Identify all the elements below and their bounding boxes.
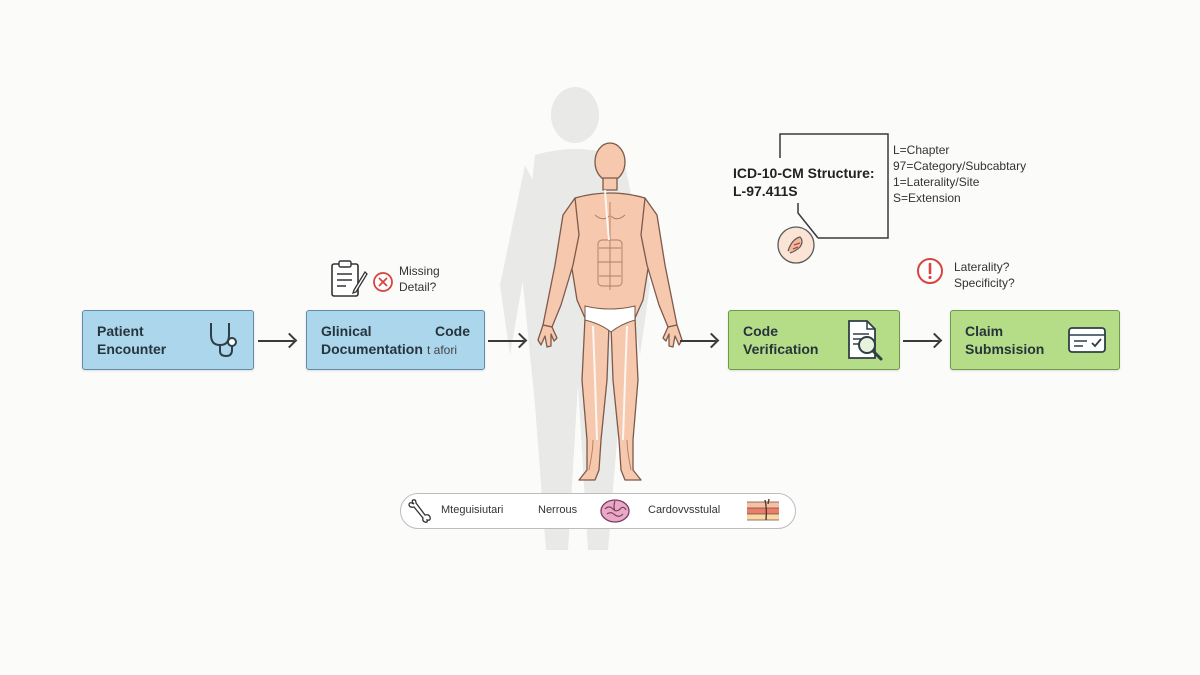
claim-card-icon <box>1068 327 1106 353</box>
icd-legend-item: L=Chapter <box>893 143 950 157</box>
patient-encounter-line1: Patient <box>97 323 144 339</box>
legend-cardiovascular: Cardovvsstulal <box>648 504 721 516</box>
claim-submission-line1: Claim <box>965 323 1004 339</box>
icd-legend-item: S=Extension <box>893 191 961 205</box>
icd-bracket-lines <box>779 133 889 239</box>
bone-icon <box>408 499 431 523</box>
flow-arrow <box>258 340 294 342</box>
flow-arrow <box>488 340 524 342</box>
wound-icon <box>777 226 815 264</box>
legend-nervous: Nerrous <box>538 504 578 516</box>
flow-arrow <box>903 340 939 342</box>
claim-submission-line2: Submsision <box>965 341 1045 357</box>
clinical-documentation-box[interactable]: Glinical Documentation Code t afori <box>306 310 485 370</box>
missing-line1: Missing <box>399 264 440 278</box>
clinical-doc-code-sub: t afori <box>427 343 458 357</box>
laterality-line2: Specificity? <box>954 276 1015 290</box>
code-verification-box[interactable]: Code Verification <box>728 310 900 370</box>
icd-code: L-97.411S <box>733 183 798 199</box>
code-verification-line1: Code <box>743 323 778 339</box>
body-figure <box>537 142 683 481</box>
icd-legend: L=Chapter 97=Category/Subcabtary 1=Later… <box>893 142 1026 206</box>
brain-icon <box>600 499 630 523</box>
skin-layers-icon <box>747 498 779 521</box>
laterality-note: Laterality? Specificity? <box>954 259 1015 291</box>
icd-title: ICD-10-CM Structure: <box>733 165 875 181</box>
claim-submission-box[interactable]: Claim Submsision <box>950 310 1120 370</box>
patient-encounter-box[interactable]: Patient Encounter <box>82 310 254 370</box>
clinical-doc-line2: Documentation <box>321 341 423 357</box>
legend-musculoskeletal: Mteguisiutari <box>441 504 504 516</box>
patient-encounter-line2: Encounter <box>97 341 167 357</box>
alert-icon <box>917 258 943 284</box>
code-verification-line2: Verification <box>743 341 819 357</box>
clinical-doc-line1: Glinical <box>321 323 372 339</box>
clinical-doc-code-label: Code <box>435 323 470 339</box>
missing-line2: Detail? <box>399 280 437 294</box>
missing-detail-note: Missing Detail? <box>399 263 440 295</box>
stethoscope-icon <box>210 323 237 358</box>
clipboard-icon <box>331 260 368 297</box>
body-systems-legend: Mteguisiutari Nerrous Cardovvsstulal <box>400 493 796 529</box>
laterality-line1: Laterality? <box>954 260 1010 274</box>
icd-legend-item: 97=Category/Subcabtary <box>893 159 1027 173</box>
icd-legend-item: 1=Laterality/Site <box>893 175 980 189</box>
document-search-icon <box>848 320 883 361</box>
flow-arrow <box>680 340 716 342</box>
error-x-icon <box>373 272 393 292</box>
